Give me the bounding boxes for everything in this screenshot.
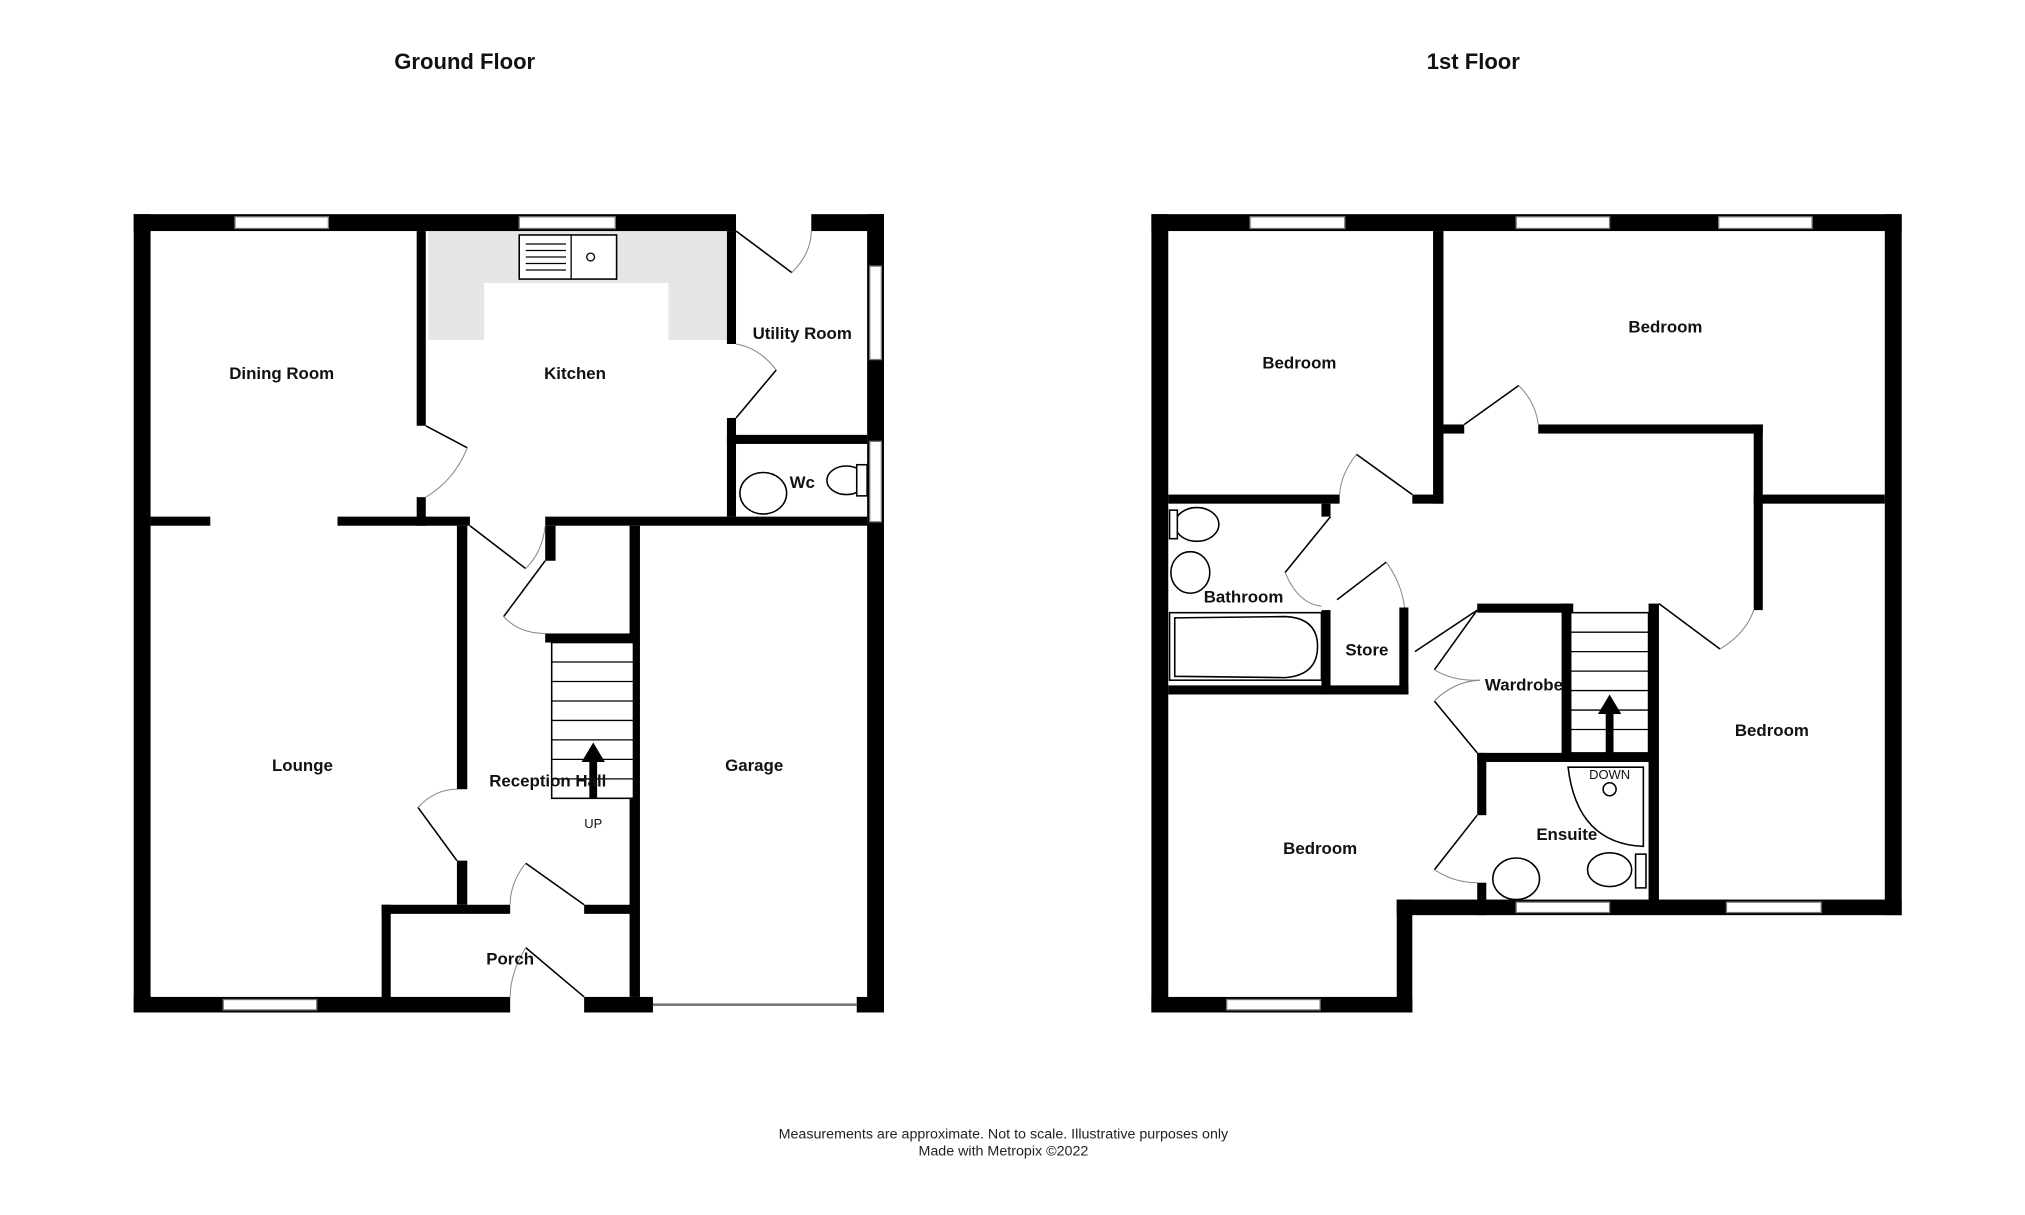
bathtub-icon: [1168, 611, 1323, 681]
room-label-store: Store: [1345, 641, 1388, 660]
stairs-up-label: UP: [584, 816, 602, 831]
arrow-up-icon: [1597, 694, 1622, 714]
toilet-icon: [826, 463, 868, 497]
basin-icon: [1492, 857, 1541, 901]
ground-floor-title: Ground Floor: [394, 49, 535, 74]
door[interactable]: [469, 525, 546, 570]
basin-icon: [739, 471, 788, 515]
room-label-lounge: Lounge: [272, 756, 333, 775]
door[interactable]: [735, 343, 777, 419]
arrow-up-icon: [581, 742, 605, 762]
room-label-reception-hall: Reception Hall: [489, 772, 606, 791]
room-label-utility-room: Utility Room: [753, 324, 852, 343]
room-label-ensuite: Ensuite: [1536, 825, 1597, 844]
door[interactable]: [1336, 561, 1406, 608]
room-label-kitchen: Kitchen: [544, 364, 606, 383]
wardrobe-door[interactable]: [1414, 609, 1480, 754]
room-label-bedroom: Bedroom: [1262, 354, 1336, 373]
window: [1515, 901, 1611, 914]
basin-icon: [1170, 550, 1211, 594]
window: [1725, 901, 1822, 914]
stairs-down-label: DOWN: [1589, 767, 1630, 782]
disclaimer-text: Measurements are approximate. Not to sca…: [779, 1126, 1229, 1142]
door[interactable]: [417, 788, 458, 862]
window: [869, 440, 883, 523]
door[interactable]: [425, 425, 468, 498]
door[interactable]: [509, 862, 585, 906]
window: [1515, 216, 1611, 230]
shower-icon: [1567, 766, 1645, 848]
door[interactable]: [1658, 602, 1755, 650]
staircase-up: [550, 641, 635, 800]
credit-text: Made with Metropix ©2022: [918, 1143, 1088, 1159]
room-label-bedroom: Bedroom: [1283, 839, 1357, 858]
room-label-wc: Wc: [790, 473, 815, 492]
door[interactable]: [1433, 814, 1478, 884]
window: [869, 265, 883, 361]
ground-floor-plan: Dining Room Kitchen Utility Room Wc Loun…: [133, 214, 884, 1013]
room-label-bedroom: Bedroom: [1628, 317, 1702, 336]
window: [1249, 216, 1346, 230]
window: [234, 216, 330, 230]
room-label-bedroom: Bedroom: [1735, 721, 1809, 740]
front-door[interactable]: [509, 947, 585, 998]
door[interactable]: [1284, 516, 1332, 607]
door[interactable]: [1339, 453, 1413, 496]
kitchen-counter: [428, 231, 727, 341]
room-label-dining-room: Dining Room: [229, 364, 334, 383]
room-label-porch: Porch: [486, 949, 534, 968]
door[interactable]: [1463, 384, 1539, 426]
toilet-icon: [1168, 506, 1220, 543]
staircase-down: [1569, 611, 1650, 754]
toilet-icon: [1586, 852, 1647, 889]
window: [1226, 998, 1321, 1011]
window: [518, 216, 616, 230]
first-floor-title: 1st Floor: [1427, 49, 1521, 74]
first-floor-plan: Bedroom Bedroom Bathroom Store Wardrobe …: [1151, 214, 1902, 1013]
window: [1718, 216, 1813, 230]
room-label-garage: Garage: [725, 756, 783, 775]
sink-icon: [518, 234, 618, 280]
room-label-wardrobe: Wardrobe: [1485, 676, 1563, 695]
window: [222, 998, 318, 1011]
room-label-bathroom: Bathroom: [1204, 587, 1284, 606]
door[interactable]: [735, 230, 812, 274]
door[interactable]: [503, 560, 546, 634]
